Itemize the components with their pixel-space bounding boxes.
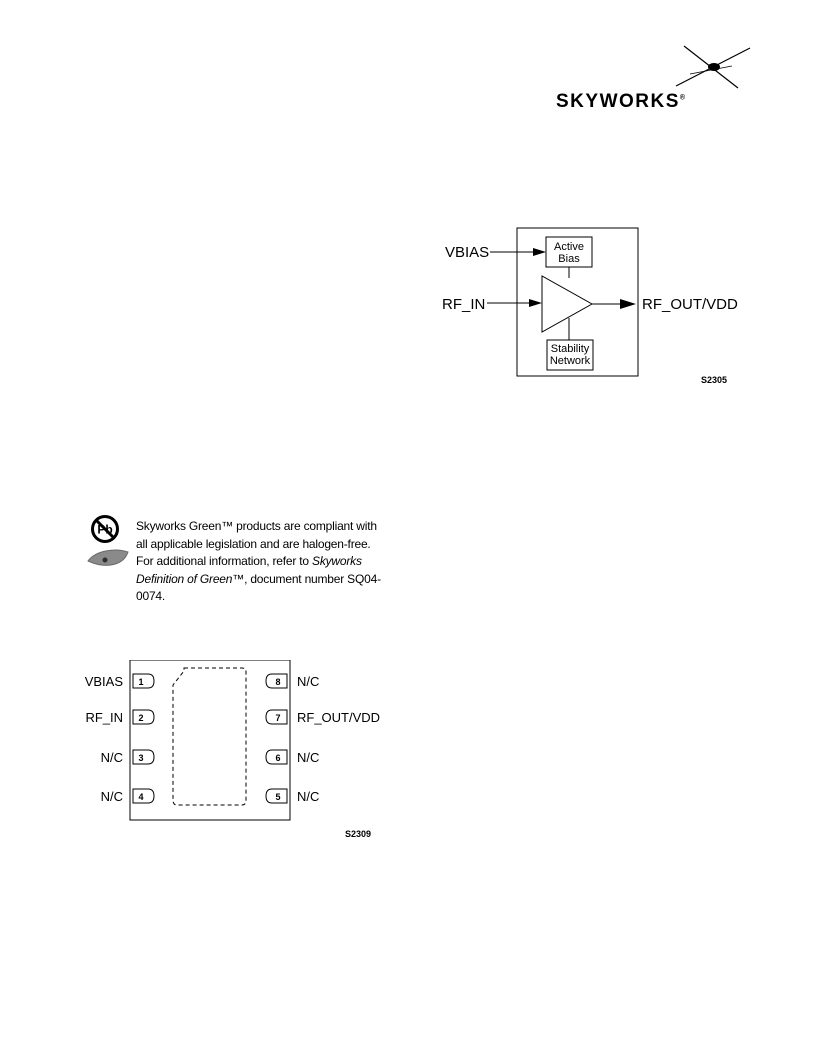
vbias-arrow [533,248,546,256]
green-notice-text-b: , document number SQ04-0074. [136,571,381,604]
pin-number: 3 [138,753,143,763]
company-logo-text: SKYWORKS® [556,91,687,112]
pin-label: RF_IN [85,710,123,725]
pin-pad-4 [132,788,155,804]
green-notice-text-a: Skyworks Green™ products are compliant w… [136,519,377,568]
pin-number: 6 [275,753,280,763]
pin-pad-3 [132,749,155,765]
rf-out-label: RF_OUT/VDD [642,296,738,313]
rf-out-arrow [620,299,636,309]
active-bias-label-2: Bias [558,253,580,265]
pin-number: 2 [138,713,143,723]
pin-pad-1 [132,673,155,689]
block-diagram-figure-id: S2305 [701,375,727,385]
pin-number: 7 [275,713,280,723]
pin-label: N/C [297,789,319,804]
pin-label: N/C [297,674,319,689]
pin-label: N/C [297,750,319,765]
pinout-figure-id: S2309 [345,829,371,839]
amplifier-symbol [541,275,594,333]
pin-number: 8 [275,677,280,687]
pin-label: N/C [101,750,123,765]
pin-label: VBIAS [85,674,124,689]
pin-number: 5 [275,792,280,802]
green-definition-reference: Skyworks Definition of Green™ [136,554,362,586]
diagram-border [516,227,639,377]
pin-number: 1 [138,677,143,687]
stability-network-label-2: Network [550,355,591,367]
pin-pad-2 [132,709,155,725]
rf-in-label: RF_IN [442,296,485,313]
rf-in-arrow [529,299,542,307]
package-outline [129,660,291,821]
pin-number: 4 [138,792,143,802]
pin-label: N/C [101,789,123,804]
skyworks-logo-icon [675,45,751,89]
green-leaf-icon [87,549,129,566]
vbias-input-label: VBIAS [445,244,489,261]
pin-pad-6 [265,749,288,765]
block-diagram: Active Bias Stability Network VBIAS RF_I… [442,227,738,385]
active-bias-label-1: Active [554,241,584,253]
pin-pad-5 [265,788,288,804]
stability-network-block [546,339,594,371]
pinout-diagram: 1 2 3 4 8 7 6 5 VBIAS RF_IN N/C N/C N/C … [85,660,380,839]
green-compliance-notice: Skyworks Green™ products are compliant w… [136,518,386,606]
pin-label: RF_OUT/VDD [297,710,380,725]
pin-pad-7 [265,709,288,725]
stability-network-label-1: Stability [551,343,590,355]
pin-pad-8 [265,673,288,689]
no-lead-icon: Pb [91,515,119,543]
exposed-pad-outline [172,667,247,806]
